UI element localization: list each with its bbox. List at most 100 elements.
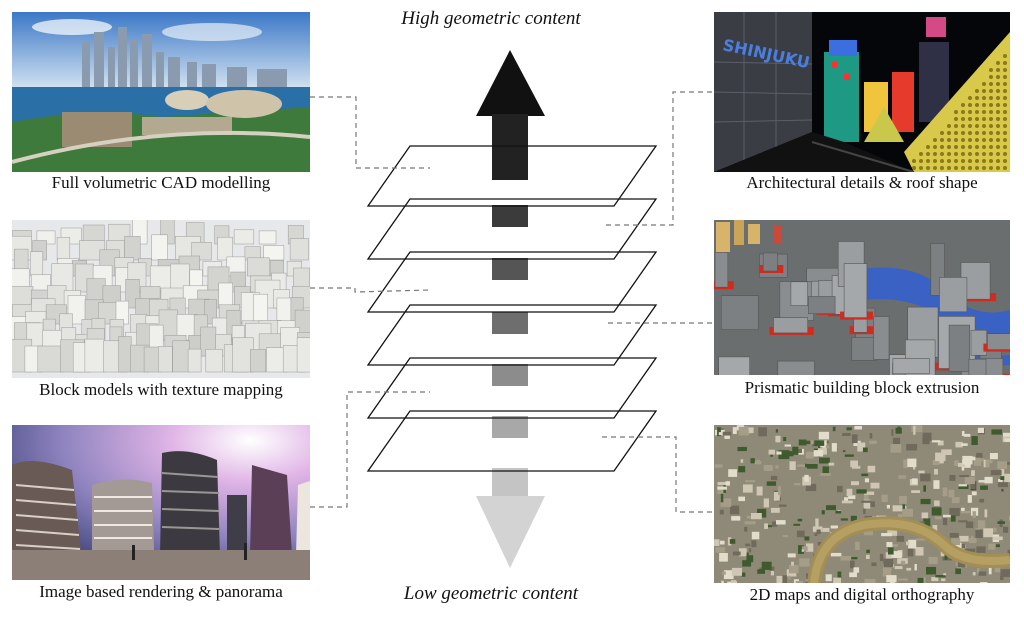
- pyramid-dot: [989, 131, 993, 135]
- block-building: [172, 340, 190, 373]
- accent-block: [734, 220, 744, 245]
- pyramid-dot: [975, 89, 979, 93]
- pyramid-dot: [975, 166, 979, 170]
- map-texture-patch: [871, 562, 877, 567]
- map-texture-patch: [922, 436, 930, 445]
- extruded-block: [777, 360, 815, 375]
- map-texture-patch: [857, 442, 866, 452]
- map-texture-patch: [988, 543, 996, 550]
- map-texture-patch: [816, 529, 821, 534]
- pyramid-dot: [1003, 138, 1007, 142]
- map-texture-patch: [972, 572, 976, 576]
- map-texture-patch: [1007, 582, 1010, 583]
- pyramid-dot: [947, 124, 951, 128]
- map-texture-patch: [815, 518, 819, 527]
- map-texture-patch: [885, 552, 893, 559]
- pyramid-dot: [982, 117, 986, 121]
- map-texture-patch: [856, 489, 867, 494]
- map-texture-patch: [837, 571, 842, 579]
- pyramid-dot: [1003, 110, 1007, 114]
- map-texture-patch: [948, 489, 955, 498]
- pyramid-dot: [947, 159, 951, 163]
- arrow-segment-5: [492, 416, 528, 438]
- map-texture-patch: [906, 567, 912, 571]
- map-texture-patch: [766, 481, 777, 486]
- pyramid-dot: [975, 103, 979, 107]
- map-texture-patch: [984, 476, 993, 484]
- pyramid-dot: [954, 159, 958, 163]
- block-building: [296, 337, 310, 373]
- pyramid-dot: [996, 117, 1000, 121]
- extruded-block: [968, 358, 987, 375]
- map-texture-patch: [751, 540, 757, 548]
- map-texture-patch: [738, 426, 749, 436]
- pyramid-dot: [982, 152, 986, 156]
- map-texture-patch: [932, 460, 940, 466]
- map-texture-patch: [721, 580, 724, 583]
- map-texture-patch: [1003, 526, 1009, 533]
- map-texture-patch: [853, 440, 861, 446]
- map-texture-patch: [714, 539, 720, 546]
- map-texture-patch: [949, 508, 960, 517]
- connector-cad: [310, 96, 430, 169]
- map-texture-patch: [795, 581, 804, 583]
- pyramid-dot: [968, 96, 972, 100]
- extruded-block: [851, 337, 878, 361]
- caption-architectural-details: Architectural details & roof shape: [746, 173, 978, 192]
- map-texture-patch: [846, 488, 853, 497]
- map-texture-patch: [778, 486, 781, 496]
- map-texture-patch: [963, 433, 971, 437]
- map-texture-patch: [828, 462, 835, 466]
- map-texture-patch: [891, 429, 894, 436]
- map-texture-patch: [923, 518, 931, 527]
- map-texture-patch: [764, 523, 768, 529]
- map-texture-patch: [772, 521, 778, 527]
- caption-block-models: Block models with texture mapping: [39, 380, 283, 399]
- map-texture-patch: [898, 506, 907, 509]
- pyramid-dot: [996, 96, 1000, 100]
- pyramid-dot: [1003, 103, 1007, 107]
- map-texture-patch: [960, 510, 971, 514]
- pyramid-dot: [926, 152, 930, 156]
- map-texture-patch: [719, 553, 728, 562]
- map-texture-patch: [757, 569, 765, 574]
- pyramid-dot: [919, 166, 923, 170]
- map-texture-patch: [740, 459, 744, 463]
- map-texture-patch: [822, 466, 829, 473]
- map-texture-patch: [991, 429, 1003, 435]
- map-texture-patch: [722, 431, 732, 436]
- map-texture-patch: [721, 571, 726, 575]
- map-texture-patch: [934, 500, 940, 506]
- map-texture-patch: [935, 575, 946, 578]
- pyramid-dot: [947, 166, 951, 170]
- map-texture-patch: [908, 539, 917, 549]
- map-texture-patch: [915, 547, 924, 556]
- digital-orthophoto-image: [714, 425, 1010, 583]
- map-texture-patch: [770, 475, 778, 481]
- map-texture-patch: [761, 561, 772, 570]
- pyramid-dot: [954, 152, 958, 156]
- pyramid-dot: [989, 145, 993, 149]
- pyramid-dot: [961, 131, 965, 135]
- map-texture-patch: [830, 552, 842, 557]
- map-texture-patch: [727, 537, 732, 546]
- map-texture-patch: [822, 527, 830, 532]
- pyramid-dot: [996, 89, 1000, 93]
- layer-plane-6: [366, 410, 658, 472]
- panorama-image: [12, 425, 310, 580]
- map-texture-patch: [831, 443, 837, 452]
- map-texture-patch: [765, 525, 772, 528]
- map-texture-patch: [958, 520, 968, 523]
- pyramid-dot: [996, 103, 1000, 107]
- map-texture-patch: [744, 527, 748, 532]
- block-building: [191, 242, 212, 261]
- pyramid-dot: [926, 166, 930, 170]
- map-texture-patch: [1000, 569, 1010, 578]
- map-texture-patch: [903, 459, 908, 469]
- map-texture-patch: [850, 560, 855, 569]
- map-texture-patch: [801, 549, 804, 552]
- map-texture-patch: [894, 566, 903, 570]
- pyramid-dot: [961, 117, 965, 121]
- map-texture-patch: [959, 475, 969, 478]
